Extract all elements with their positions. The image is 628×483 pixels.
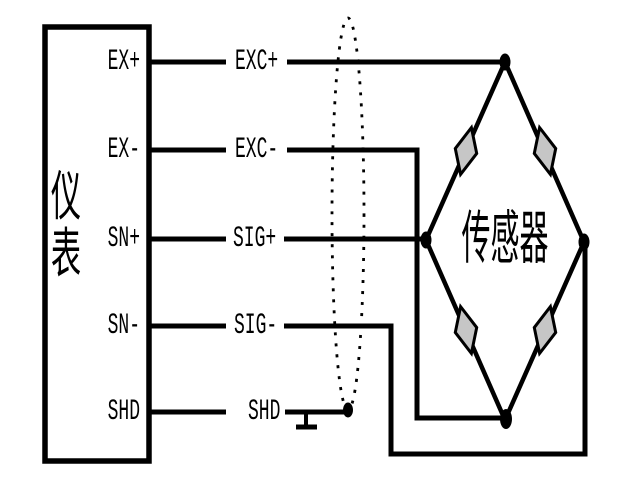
node-dot-excitation-plus (499, 53, 511, 71)
terminal-label-ex-plus: EX+ (107, 45, 140, 79)
instrument-box (42, 24, 152, 464)
cable-label-sig-plus: SIG+ (233, 222, 277, 256)
instrument-label: 仪表 (50, 167, 82, 284)
node-dot-excitation-minus (500, 409, 512, 429)
terminal-label-sn-minus: SN- (107, 309, 140, 343)
resistor-bottom-right (532, 303, 558, 357)
sensor-label: 传感器 (461, 206, 549, 271)
resistor-top-right (532, 124, 558, 178)
wire-sig-minus (284, 244, 588, 457)
terminal-label-ex-minus: EX- (107, 133, 140, 167)
cable-label-exc-minus: EXC- (235, 133, 279, 167)
cable-label-exc-plus: EXC+ (235, 45, 279, 79)
cable-label-shd: SHD (248, 395, 281, 429)
node-dot-signal-minus (578, 233, 590, 251)
cable-label-sig-minus: SIG- (234, 309, 278, 343)
ground-icon (296, 412, 317, 430)
terminal-label-shd: SHD (107, 395, 140, 429)
node-dot-signal-plus (420, 231, 432, 249)
node-dot-shield (343, 402, 353, 418)
terminal-label-sn-plus: SN+ (107, 222, 140, 256)
cable-shield-ellipse (330, 16, 366, 412)
resistor-bottom-left (453, 303, 479, 357)
resistor-top-left (453, 124, 479, 178)
wire-exc-minus (287, 147, 502, 421)
